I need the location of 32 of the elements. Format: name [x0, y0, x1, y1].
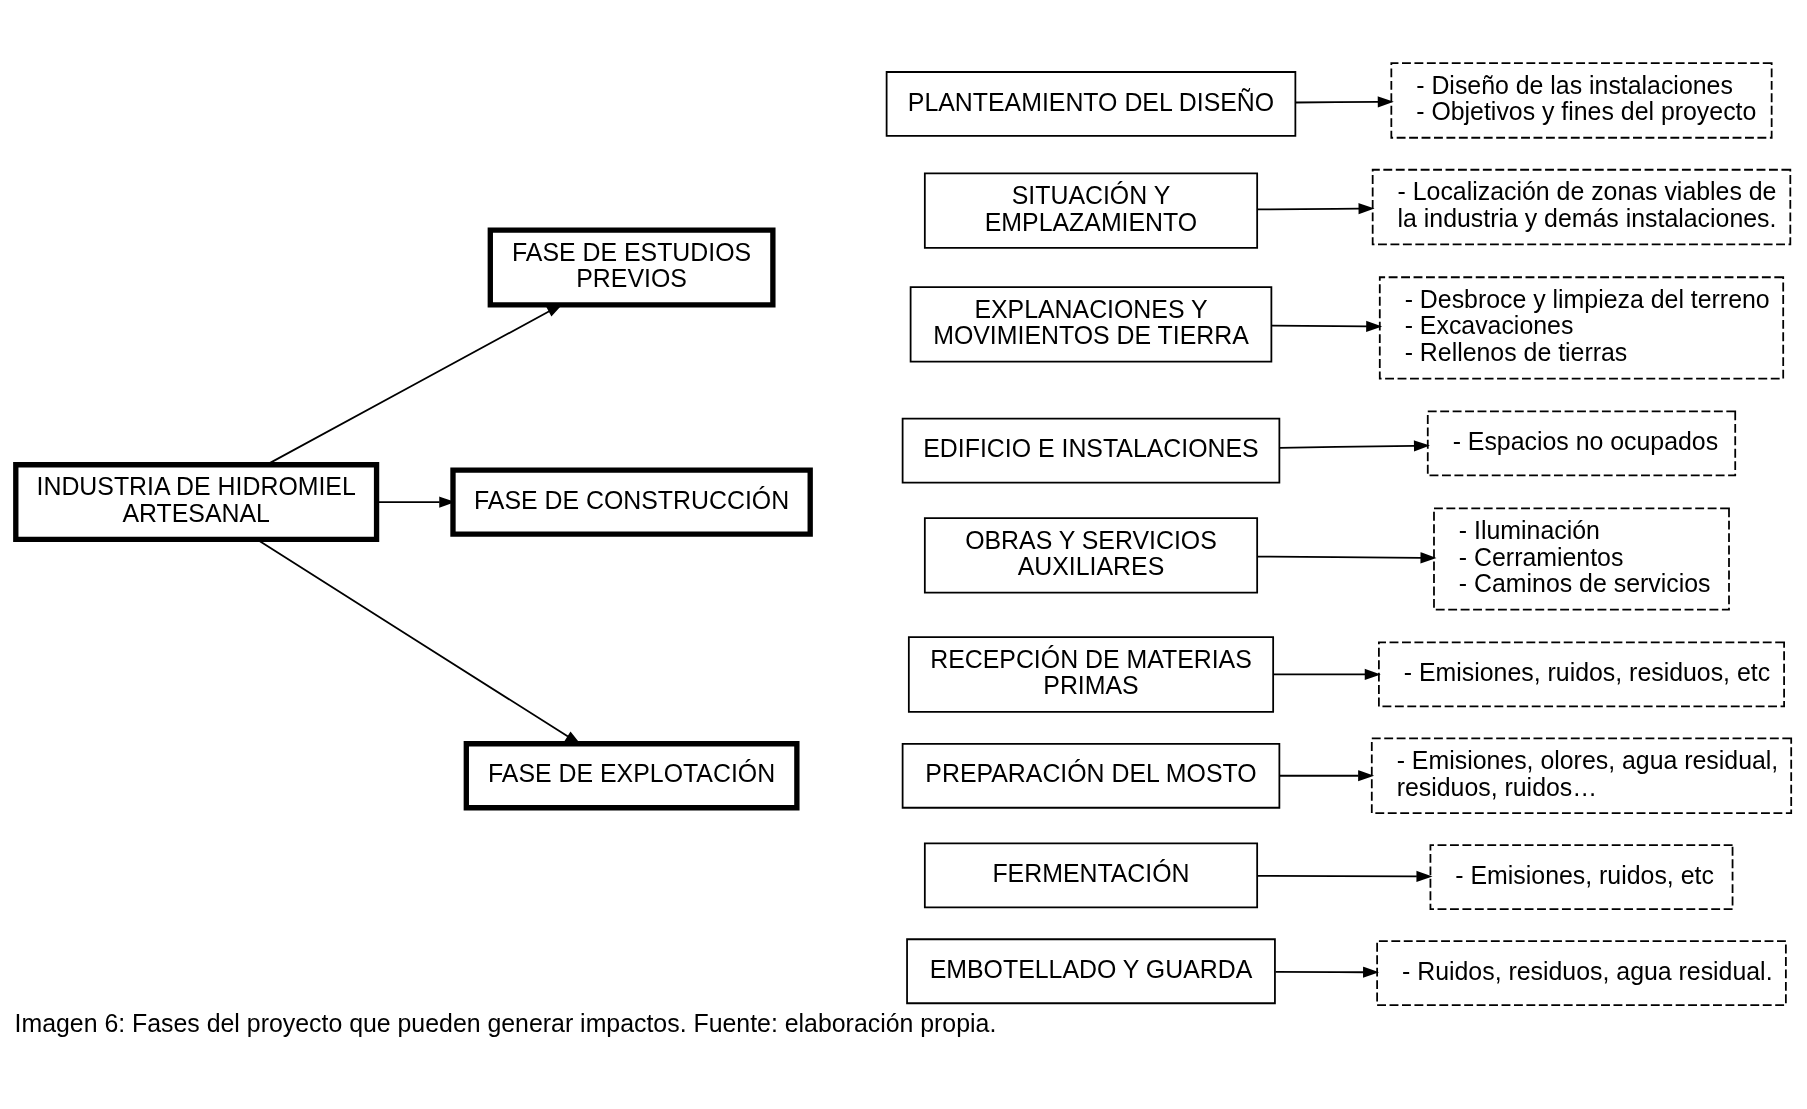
arrow [1256, 552, 1437, 564]
arrow [1274, 966, 1380, 978]
node-box: - Localización de zonas viables de la industria y demás instalaciones. [1371, 168, 1792, 246]
node-box: SITUACIÓN Y EMPLAZAMIENTO [923, 172, 1259, 249]
node-box: PLANTEAMIENTO DEL DISEÑO [885, 71, 1297, 137]
arrow [1272, 668, 1381, 681]
arrow [1278, 440, 1430, 452]
node-box: EDIFICIO E INSTALACIONES [901, 417, 1281, 484]
node-box: - Emisiones, olores, agua residual, residuos, ruidos… [1370, 737, 1793, 814]
node-box: FASE DE EXPLOTACIÓN [463, 741, 800, 811]
caption: Imagen 6: Fases del proyecto que pueden generar impactos. Fuente: elaboración propia. [14, 1009, 997, 1038]
arrow [1294, 96, 1394, 108]
node-box: - Emisiones, ruidos, etc [1429, 844, 1734, 910]
node-box: - Espacios no ocupados [1426, 410, 1737, 477]
node-box: INDUSTRIA DE HIDROMIEL ARTESANAL [13, 462, 380, 543]
node-box: FASE DE CONSTRUCCIÓN [450, 467, 813, 537]
arrow [1271, 320, 1383, 332]
node-box: - Emisiones, ruidos, residuos, etc [1378, 641, 1785, 708]
node-box: - Iluminación - Cerramientos - Caminos de servicios [1433, 507, 1730, 611]
node-box: - Diseño de las instalaciones - Objetivos y fines del proyecto [1390, 62, 1773, 139]
node-box: OBRAS Y SERVICIOS AUXILIARES [923, 517, 1259, 594]
arrow [1278, 770, 1375, 782]
arrow [1256, 203, 1375, 215]
node-box: RECEPCIÓN DE MATERIAS PRIMAS [907, 636, 1275, 713]
node-box: FERMENTACIÓN [923, 842, 1259, 909]
node-box: PREPARACIÓN DEL MOSTO [901, 742, 1281, 809]
node-box: - Ruidos, residuos, agua residual. [1376, 940, 1787, 1006]
arrow [1256, 870, 1433, 883]
node-box: EXPLANACIONES Y MOVIMIENTOS DE TIERRA [909, 286, 1273, 363]
node-box: EMBOTELLADO Y GUARDA [906, 938, 1276, 1005]
node-box: - Desbroce y limpieza del terreno - Excavaciones - Rellenos de tierras [1378, 276, 1785, 380]
node-box: FASE DE ESTUDIOS PREVIOS [487, 227, 776, 308]
